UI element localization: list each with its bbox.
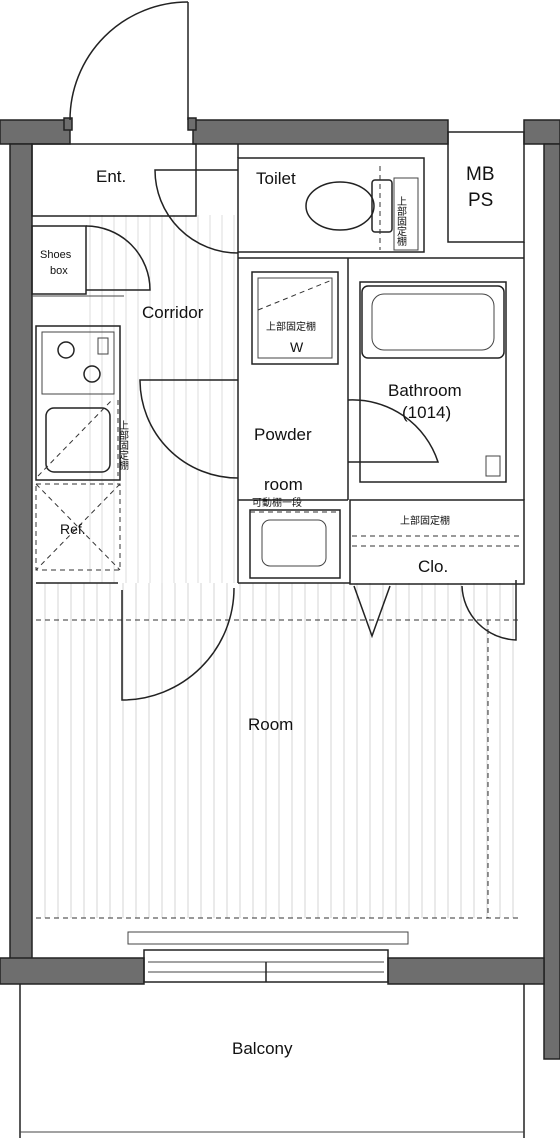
bathtub bbox=[361, 285, 505, 359]
wall-top-mid bbox=[192, 119, 449, 145]
wall-top-right bbox=[523, 119, 560, 145]
kitchen-shelf-note: 上部固定棚 bbox=[117, 420, 129, 471]
corridor-floor bbox=[86, 215, 238, 583]
washer-shelf-line bbox=[257, 279, 333, 311]
balcony-floor bbox=[20, 985, 525, 1135]
entrance-area bbox=[31, 143, 197, 217]
wall-bottom-right bbox=[387, 957, 545, 985]
label-closet: Clo. bbox=[418, 557, 448, 576]
ref-diagonal-1 bbox=[35, 483, 121, 571]
toilet-shelf-note: 上部固定棚 bbox=[395, 196, 407, 247]
wall-top-left bbox=[0, 119, 71, 145]
kitchen-counter bbox=[35, 325, 121, 481]
movable-shelf-note: 可動棚一段 bbox=[252, 496, 302, 509]
closet-shelf-note: 上部固定棚 bbox=[400, 514, 450, 527]
label-balcony: Balcony bbox=[232, 1039, 293, 1058]
stove-knob bbox=[97, 337, 109, 355]
refrigerator-space bbox=[35, 483, 121, 571]
closet-door-left bbox=[353, 585, 391, 639]
label-powder: Powder bbox=[254, 425, 312, 444]
label-corridor: Corridor bbox=[142, 303, 204, 322]
label-ps: PS bbox=[468, 190, 493, 211]
bathtub-inner bbox=[371, 293, 495, 351]
label-toilet: Toilet bbox=[256, 169, 296, 188]
label-box: box bbox=[50, 265, 68, 277]
toilet-door-swing bbox=[154, 169, 239, 254]
label-bathroom: Bathroom bbox=[388, 381, 462, 400]
door-jamb-right bbox=[187, 117, 197, 131]
washer-shelf-note: 上部固定棚 bbox=[266, 320, 316, 333]
toilet-tank bbox=[371, 179, 393, 233]
label-bathroom-code: (1014) bbox=[402, 403, 451, 422]
stove bbox=[41, 331, 115, 395]
door-jamb-left bbox=[63, 117, 73, 131]
entrance-door-swing bbox=[69, 1, 189, 121]
shoes-box-door-swing bbox=[85, 225, 151, 291]
stove-burner-1 bbox=[57, 341, 75, 359]
label-room: Room bbox=[248, 715, 293, 734]
washer-label: W bbox=[290, 339, 304, 355]
closet-door-right bbox=[461, 580, 517, 641]
label-ref: Ref. bbox=[60, 521, 86, 537]
vanity bbox=[249, 509, 341, 579]
toilet-enclosure bbox=[237, 157, 425, 253]
wall-right bbox=[543, 143, 560, 1060]
label-shoes: Shoes bbox=[40, 249, 72, 261]
wall-bottom-left bbox=[0, 957, 145, 985]
room-floor bbox=[36, 583, 522, 918]
toilet-bowl bbox=[305, 181, 375, 231]
label-entrance: Ent. bbox=[96, 167, 126, 186]
stove-burner-2 bbox=[83, 365, 101, 383]
bathroom-enclosure bbox=[359, 281, 507, 483]
shoes-box bbox=[31, 225, 87, 295]
wall-left bbox=[9, 143, 33, 960]
bathroom-door-swing bbox=[347, 399, 440, 463]
closet-enclosure bbox=[349, 499, 525, 585]
washer-pan-inner bbox=[257, 277, 333, 359]
bathroom-drain bbox=[485, 455, 501, 477]
room-door-swing bbox=[121, 587, 235, 701]
label-powder-room: room bbox=[264, 475, 303, 494]
vanity-basin bbox=[261, 519, 327, 567]
kitchen-sink bbox=[45, 407, 111, 473]
label-mb: MB bbox=[466, 164, 495, 185]
toilet-shelf bbox=[393, 177, 419, 251]
vent-strip bbox=[127, 931, 409, 945]
powder-door-swing bbox=[139, 379, 239, 479]
washer-pan bbox=[251, 271, 339, 365]
mb-ps-enclosure bbox=[447, 131, 525, 243]
ref-diagonal-2 bbox=[35, 483, 121, 571]
